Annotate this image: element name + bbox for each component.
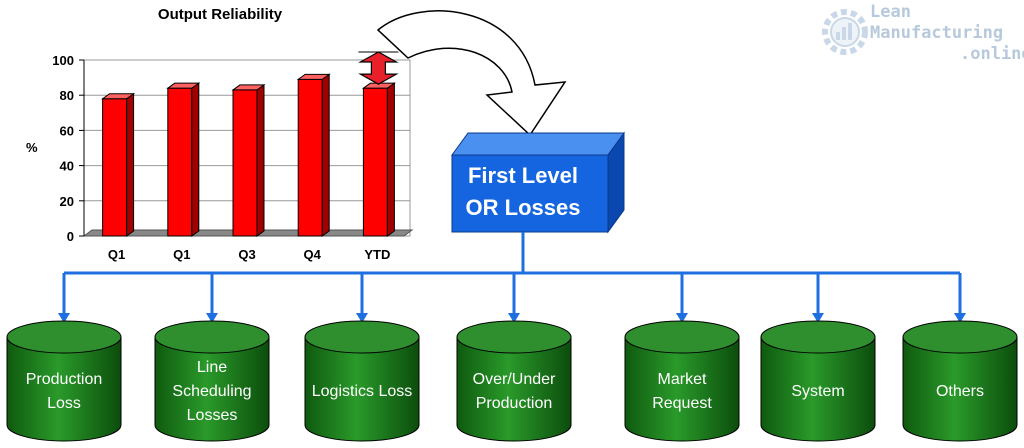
logo-line-1: Lean — [870, 2, 911, 22]
branch-arrowhead — [812, 313, 824, 323]
category-label-line: Production — [25, 371, 103, 388]
cylinder-top — [624, 320, 740, 354]
cylinder-top — [456, 320, 572, 354]
bar-q3-2 — [231, 83, 266, 237]
y-tick-label: 40 — [60, 159, 74, 174]
center-box-label: First Level OR Losses — [448, 160, 598, 224]
bar-front — [297, 78, 323, 237]
gap-double-arrow — [358, 51, 399, 85]
category-label-line: Over/Under — [472, 371, 556, 388]
bar-front — [362, 87, 388, 237]
bar-q1-1 — [166, 82, 201, 237]
cylinder-body — [304, 336, 420, 442]
bar-front — [102, 98, 128, 237]
bar-side — [386, 82, 395, 237]
chart-title: Output Reliability — [157, 6, 283, 23]
category-cylinder-7 — [902, 320, 1018, 442]
cylinder-top — [902, 320, 1018, 354]
logo-text: Lean Manufacturing .online — [870, 2, 1024, 65]
x-tick-label: YTD — [364, 247, 390, 262]
category-cylinder-5 — [624, 320, 740, 442]
cylinder-body — [624, 336, 740, 442]
category-label-line: Scheduling — [172, 383, 252, 400]
center-box-line-1: First Level — [467, 163, 579, 188]
cylinder-body — [760, 336, 876, 442]
category-label-line: Others — [935, 383, 984, 400]
y-tick-label: 20 — [60, 194, 74, 209]
branch-arrowhead — [58, 313, 70, 323]
bar-q4-3 — [296, 73, 331, 237]
category-label-line: Logistics Loss — [311, 383, 413, 400]
bar-ytd-4 — [361, 82, 396, 237]
branch-arrowhead — [676, 313, 688, 323]
category-cylinder-2 — [154, 320, 270, 442]
output-reliability-chart: 0 20 40 60 80 100 Q1 Q1 Q3 Q4 YTD — [52, 51, 414, 262]
bar-q1-0 — [101, 92, 136, 237]
cylinder-body — [902, 336, 1018, 442]
cylinder-body — [456, 336, 572, 442]
bar-top — [296, 73, 331, 80]
cylinder-top — [760, 320, 876, 354]
category-cylinder-4 — [456, 320, 572, 442]
category-label-3: Logistics Loss — [302, 380, 422, 404]
bar-side — [321, 73, 330, 237]
cylinder-top — [154, 320, 270, 354]
branch-arrowhead — [356, 313, 368, 323]
category-label-line: Market — [657, 371, 707, 388]
x-tick-label: Q1 — [173, 247, 190, 262]
y-tick-label: 100 — [52, 53, 74, 68]
bar-side — [256, 83, 265, 237]
category-label-6: System — [758, 380, 878, 404]
gap-arrow-shape — [358, 51, 399, 85]
category-label-line: Losses — [186, 407, 238, 424]
bar-side — [126, 92, 135, 237]
curved-arrow — [376, 10, 567, 137]
branch-arrowhead — [954, 313, 966, 323]
bar-front — [167, 87, 193, 237]
category-cylinder-1 — [6, 320, 122, 442]
branch-arrowhead — [206, 313, 218, 323]
category-label-line: Line — [196, 359, 228, 376]
y-tick-label: 0 — [67, 229, 74, 244]
connector-tree — [58, 232, 966, 323]
branch-arrowhead — [508, 313, 520, 323]
y-axis-label: % — [26, 140, 38, 155]
bar-side — [191, 82, 200, 237]
x-tick-label: Q1 — [108, 247, 125, 262]
category-label-line: Loss — [47, 395, 81, 412]
logo-line-2: Manufacturing — [870, 23, 1004, 43]
y-tick-label: 80 — [60, 88, 74, 103]
category-label-7: Others — [900, 380, 1020, 404]
cylinder-body — [154, 336, 270, 442]
category-label-line: Production — [475, 395, 553, 412]
center-box-line-2: OR Losses — [465, 195, 581, 220]
gear-chart-icon — [822, 9, 868, 55]
y-tick-label: 60 — [60, 123, 74, 138]
logo-line-3: .online — [960, 44, 1024, 64]
category-cylinder-3 — [304, 320, 420, 442]
first-level-or-losses-box — [451, 131, 625, 234]
x-tick-label: Q3 — [238, 247, 255, 262]
category-label-line: System — [791, 383, 845, 400]
bar-top — [361, 82, 396, 89]
bar-top — [101, 93, 136, 100]
bar-top — [166, 82, 201, 89]
category-label-line: Request — [652, 395, 712, 412]
cylinder-top — [304, 320, 420, 354]
bar-front — [232, 89, 258, 237]
cylinder-top — [6, 320, 122, 354]
x-tick-label: Q4 — [304, 247, 322, 262]
cylinder-body — [6, 336, 122, 442]
category-cylinder-6 — [760, 320, 876, 442]
bar-top — [231, 84, 266, 91]
